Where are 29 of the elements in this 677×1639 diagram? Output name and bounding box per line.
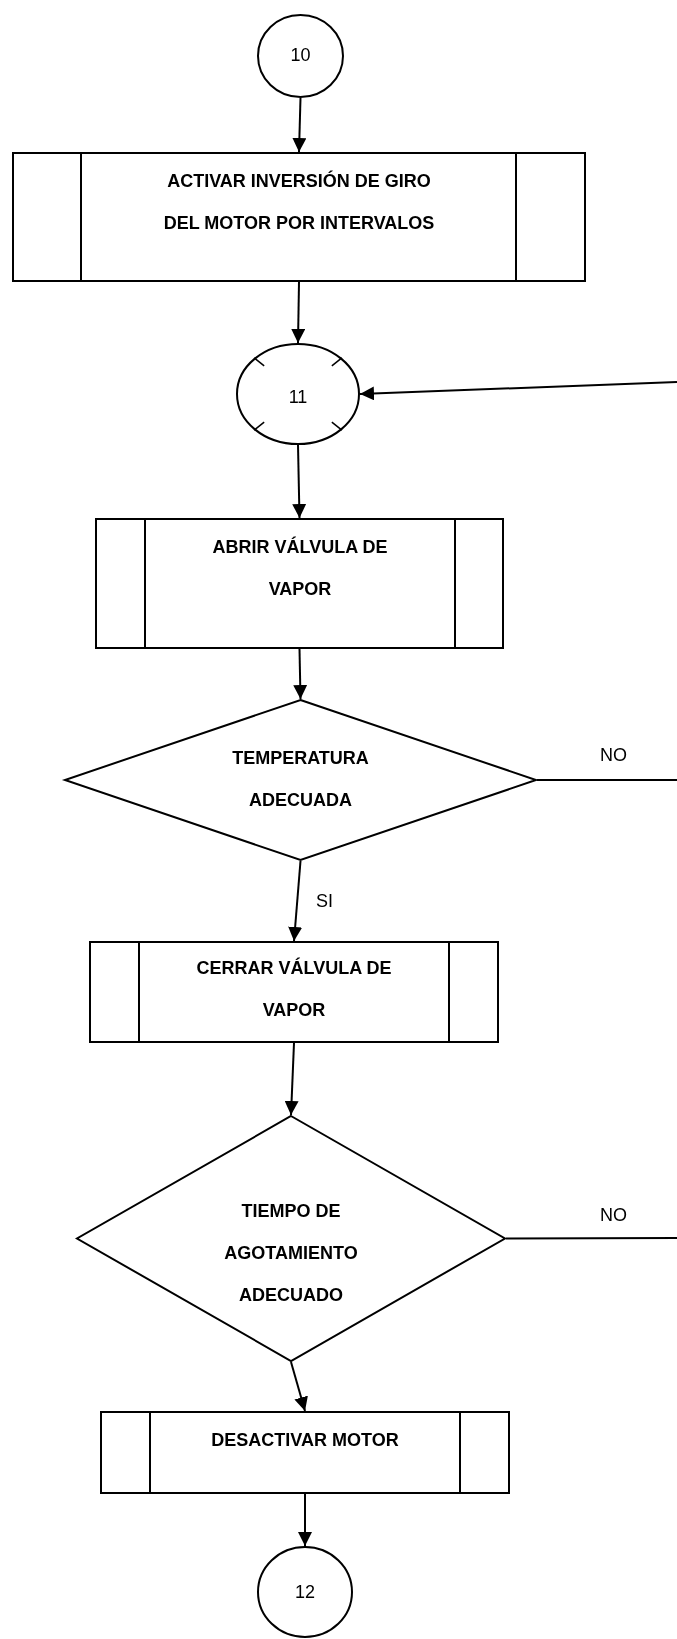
subprocess-box [95,518,504,649]
step-label: ACTIVAR INVERSIÓN DE GIRO DEL MOTOR POR INTERVALOS [162,169,436,235]
arrow [292,97,307,153]
step-label: ABRIR VÁLVULA DE VAPOR [211,535,389,601]
subprocess-box [100,1411,510,1494]
arrow [298,1493,312,1547]
line [505,1237,677,1240]
arrow [284,1042,299,1116]
connector-number: 12 [294,1581,316,1604]
arrow [288,860,303,942]
arrow [290,1361,308,1412]
arrow [359,381,677,401]
step-label: DESACTIVAR MOTOR [210,1429,400,1452]
subprocess-box [12,152,586,282]
step-label: TIEMPO DE AGOTAMIENTO ADECUADO [223,1200,359,1307]
step-label: CERRAR VÁLVULA DE VAPOR [195,956,393,1022]
connector-circle [257,1546,353,1638]
decision-diamond [76,1115,506,1362]
connector-circle [236,343,360,445]
step-label: TEMPERATURA ADECUADA [231,747,370,812]
arrow [292,444,307,519]
line [536,779,677,781]
decision-diamond [64,699,537,861]
connector-circle [257,14,344,98]
connector-number: 11 [287,386,309,409]
arrow [293,648,308,700]
connector-number: 10 [289,44,312,67]
subprocess-box [89,941,499,1043]
arrow [291,281,306,344]
